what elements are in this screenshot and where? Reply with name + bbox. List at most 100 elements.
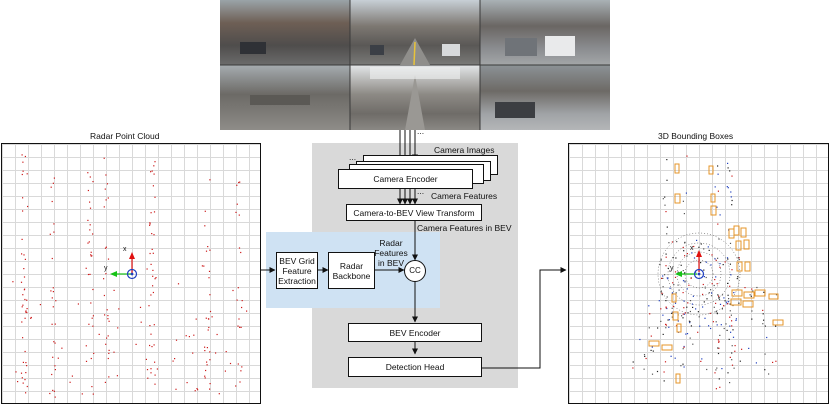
detection-point (702, 283, 704, 286)
detection-point (738, 259, 740, 261)
detection-point (723, 305, 725, 307)
radar-point (25, 310, 27, 312)
radar-point (207, 329, 209, 331)
detection-point (686, 255, 688, 257)
radar-point (175, 339, 178, 341)
radar-point (107, 315, 109, 317)
radar-point (49, 392, 51, 395)
detection-point (696, 239, 698, 241)
radar-point (154, 374, 156, 376)
radar-point (107, 258, 110, 260)
detection-point (721, 308, 723, 310)
radar-point (148, 305, 150, 307)
radar-point (104, 314, 106, 316)
radar-point (239, 381, 241, 383)
radar-point (103, 294, 105, 297)
radar-point (24, 350, 26, 353)
detection-point (650, 349, 652, 351)
radar-point (105, 199, 107, 201)
detection-point (668, 326, 670, 328)
radar-point (105, 273, 107, 275)
radar-point (106, 309, 108, 311)
detection-point (710, 295, 713, 297)
detection-point (714, 258, 716, 260)
detection-point (683, 307, 685, 309)
radar-point (61, 347, 63, 349)
detection-point (663, 380, 665, 382)
detection-point (715, 259, 717, 261)
detection-point (729, 285, 731, 287)
detection-point (692, 306, 694, 308)
detection-point (727, 303, 729, 305)
detection-point (731, 352, 733, 354)
detection-point (731, 325, 733, 327)
detection-point (764, 369, 766, 371)
camera-features-ellipsis: ... (417, 186, 425, 196)
detection-point (717, 223, 719, 225)
radar-point (194, 390, 196, 392)
detection-point (729, 170, 731, 172)
detection-point (717, 347, 719, 349)
radar-point (21, 154, 23, 156)
radar-point (150, 333, 152, 335)
detection-point (718, 295, 720, 297)
radar-point (145, 358, 147, 360)
detection-point (716, 206, 718, 208)
detection-point (750, 295, 752, 297)
detection-point (684, 242, 686, 244)
radar-point (53, 390, 55, 392)
radar-point (241, 366, 243, 368)
detection-point (649, 313, 651, 315)
radar-point (20, 281, 23, 283)
detection-point (727, 301, 729, 303)
detection-point (718, 299, 721, 301)
radar-point (113, 289, 115, 291)
detection-point (682, 363, 684, 365)
detection-point (727, 282, 729, 284)
detection-point (665, 300, 667, 302)
radar-point (30, 317, 32, 319)
radar-point (153, 211, 156, 213)
bev-encoder-block: BEV Encoder (348, 323, 482, 342)
detection-point (650, 335, 652, 337)
detection-point (695, 271, 697, 273)
camera-images-label: Camera Images (434, 145, 495, 155)
detection-point (699, 325, 701, 327)
detection-point (687, 302, 689, 304)
detection-point (730, 191, 732, 193)
detection-point (648, 305, 650, 307)
radar-point (53, 231, 55, 233)
detection-point (718, 296, 720, 298)
detection-point (729, 263, 731, 265)
detection-point (719, 266, 721, 268)
detection-point (715, 388, 717, 390)
radar-point (153, 234, 155, 236)
detection-point (677, 271, 679, 273)
detection-point (727, 187, 729, 189)
radar-point (26, 299, 28, 301)
detection-point (727, 162, 729, 164)
detection-point (682, 246, 684, 249)
radar-point (89, 229, 91, 231)
detection-point (721, 368, 723, 370)
radar-point (103, 278, 105, 280)
detection-point (718, 238, 720, 240)
detection-point (632, 367, 634, 369)
detection-point (737, 257, 739, 259)
radar-point (237, 363, 239, 365)
radar-point (153, 324, 155, 326)
radar-point (52, 356, 54, 358)
radar-point (152, 185, 154, 187)
radar-point (87, 273, 90, 276)
detection-point (657, 327, 659, 329)
radar-point (105, 343, 107, 345)
detection-point (726, 257, 729, 259)
concat-node: CC (404, 260, 426, 282)
detection-point (731, 269, 733, 271)
radar-point (149, 344, 151, 347)
radar-point (57, 357, 59, 359)
radar-point (139, 306, 142, 308)
detection-point (716, 324, 718, 326)
detection-point (662, 286, 664, 288)
detection-point (680, 264, 682, 266)
